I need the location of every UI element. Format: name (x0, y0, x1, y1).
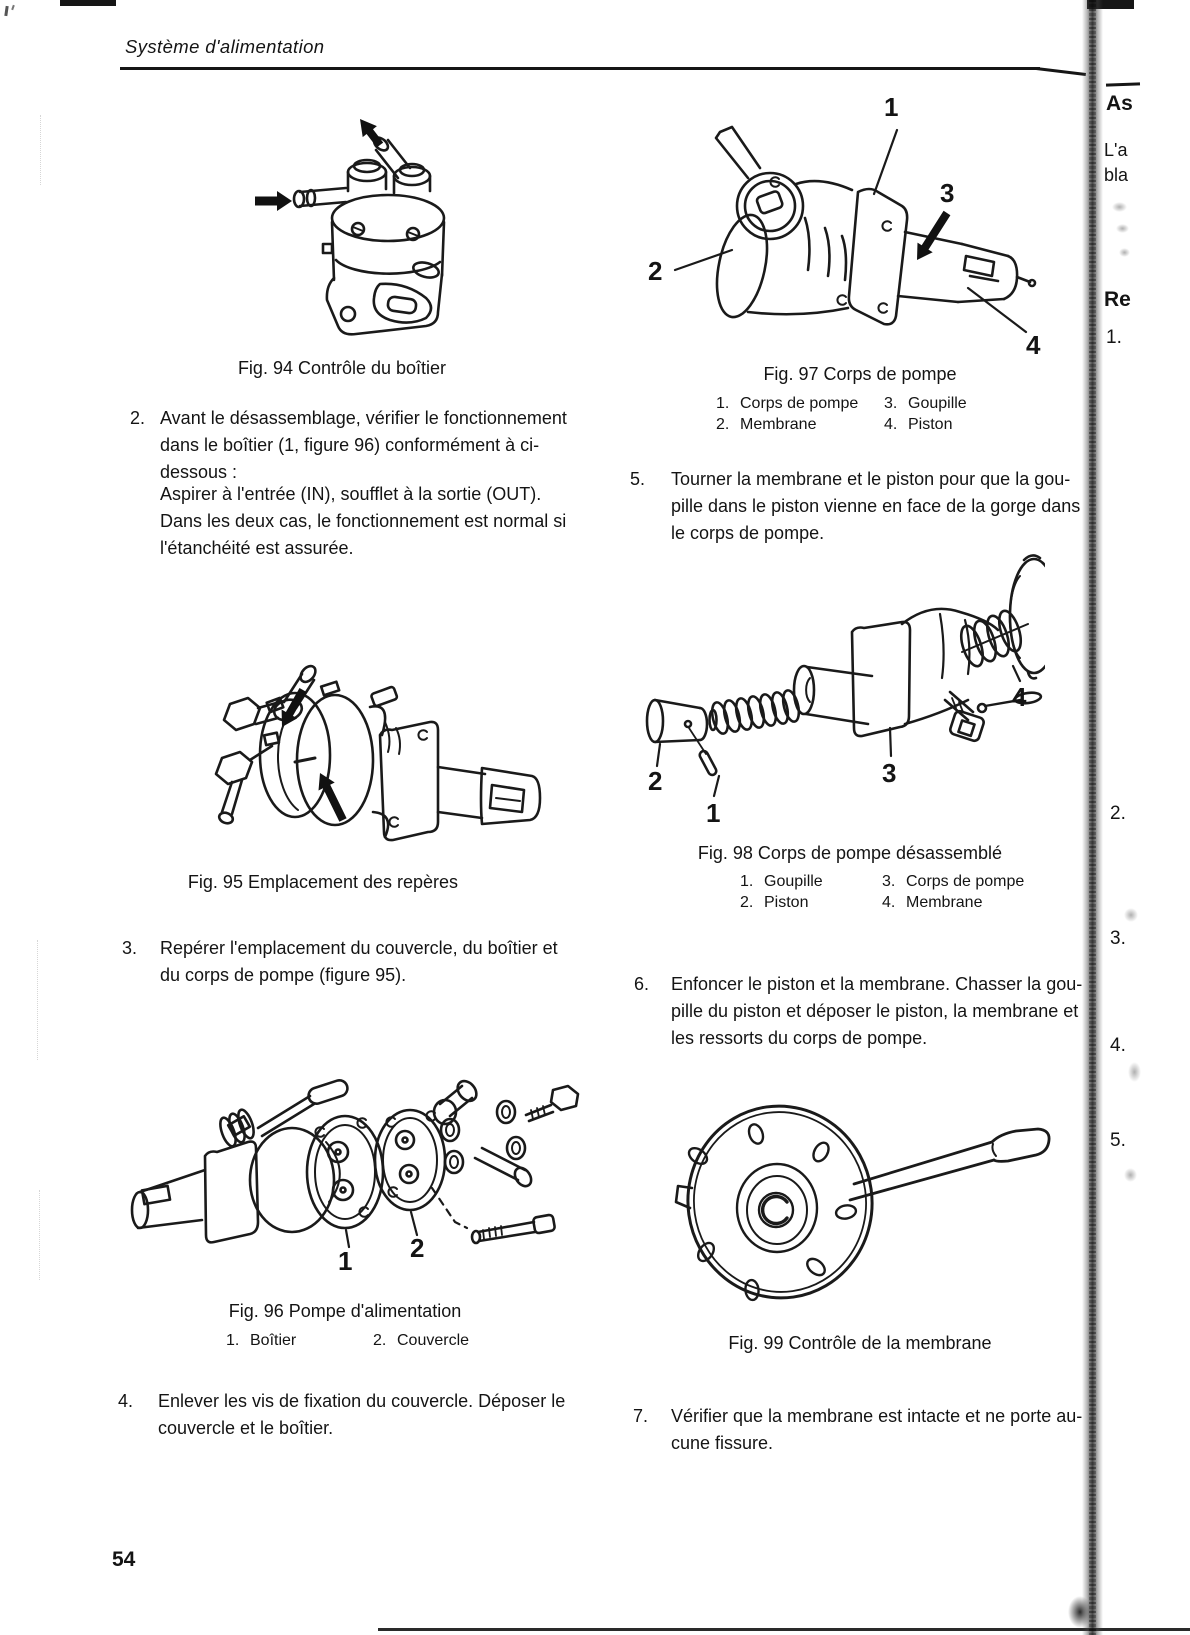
scan-top-bar-right (1087, 0, 1134, 9)
header-rule-end (1036, 66, 1086, 77)
fig96-illustration: 1 2 (110, 1020, 590, 1280)
fig99-illustration (640, 1060, 1060, 1310)
fig98-legend: 1.Goupille 2.Piston 3.Corps de pompe 4.M… (740, 872, 1024, 912)
next-page-item-1: 1. (1106, 327, 1122, 348)
legend-item: 4.Membrane (882, 894, 983, 911)
fig94-caption: Fig. 94 Contrôle du boîtier (237, 358, 447, 378)
step-2-text: Avant le désassemblage, vérifier le fonc… (160, 408, 567, 482)
next-page-item-3: 3. (1110, 928, 1126, 949)
next-page-heading-top: As (1106, 92, 1133, 115)
step-5-number: 5. (630, 469, 646, 489)
scan-smudge (1112, 202, 1127, 212)
fig97-callout-3: 3 (940, 178, 955, 208)
flow-arrows (255, 119, 384, 211)
fig97-callout-4: 4 (1026, 330, 1041, 360)
fig96-caption: Fig. 96 Pompe d'alimentation (228, 1301, 462, 1321)
next-page-fragment-2: bla (1104, 165, 1129, 185)
fig97-illustration: 1 2 3 4 (620, 80, 1050, 360)
fig96-callout-2: 2 (410, 1233, 425, 1263)
margin-mark (11, 4, 15, 11)
margin-noise (39, 1190, 40, 1280)
next-page-item-2: 2. (1110, 803, 1126, 824)
fig95-caption: Fig. 95 Emplacement des repères (187, 872, 459, 892)
step-3-text: Repérer l'emplacement du couvercle, du b… (160, 938, 558, 985)
step-4-number: 4. (118, 1391, 134, 1411)
next-page-item-5: 5. (1110, 1130, 1126, 1151)
legend-item: 2.Piston (740, 894, 809, 911)
step-3-number: 3. (122, 938, 138, 958)
marks-location-drawing (214, 664, 542, 842)
step-6-text: Enfoncer le piston et la membrane. Chass… (671, 974, 1083, 1048)
fig96-callout-1: 1 (338, 1246, 353, 1276)
legend-item: 4.Piston (884, 416, 953, 433)
step-7-text: Vérifier que la membrane est intacte et … (671, 1406, 1083, 1453)
pump-body-drawing (673, 125, 1037, 334)
disassembled-pump-drawing (645, 554, 1045, 798)
scan-smudge (1124, 908, 1138, 922)
step-4-text: Enlever les vis de fixation du couvercle… (158, 1391, 566, 1438)
gutter-noise (1089, 0, 1096, 1635)
scan-smudge (1116, 224, 1129, 233)
step-7-number: 7. (633, 1406, 649, 1426)
page-title: Système d'alimentation (125, 36, 325, 57)
fig96-legend-item-1: 1.Boîtier (226, 1332, 297, 1349)
next-page-item-4: 4. (1110, 1035, 1126, 1056)
margin-mark (4, 5, 9, 17)
legend-item: 1.Goupille (740, 873, 823, 890)
fuel-pump-drawing (255, 119, 446, 336)
fig98-callout-4: 4 (1012, 682, 1027, 712)
step-2-number: 2. (130, 408, 146, 428)
legend-item: 1.Corps de pompe (716, 395, 859, 412)
step-6-number: 6. (634, 974, 650, 994)
step-2-paragraph: Aspirer à l'entrée (IN), soufflet à la s… (160, 484, 567, 558)
next-page-dash (1105, 82, 1141, 87)
fig94-illustration (230, 88, 560, 350)
legend-item: 3.Corps de pompe (882, 873, 1025, 890)
fig97-caption: Fig. 97 Corps de pompe (763, 364, 957, 384)
next-page-heading-mid: Re (1104, 288, 1131, 311)
fig98-callout-3: 3 (882, 758, 897, 788)
fig97-callout-2: 2 (648, 256, 663, 286)
bottom-rule (378, 1628, 1190, 1631)
mark-arrows (281, 688, 347, 822)
membrane-drawing (674, 1104, 1051, 1302)
fig95-illustration (180, 562, 580, 847)
fig98-callout-2: 2 (648, 766, 663, 796)
scan-smudge (1119, 248, 1130, 257)
legend-item: 2.Membrane (716, 416, 817, 433)
fig98-caption: Fig. 98 Corps de pompe désassemblé (697, 843, 1003, 863)
scan-smudge (1128, 1062, 1141, 1082)
scan-smudge (1124, 1168, 1137, 1182)
step-5-text: Tourner la membrane et le piston pour qu… (671, 469, 1081, 543)
fig96-legend-item-2: 2.Couvercle (373, 1332, 470, 1349)
fig98-callout-1: 1 (706, 798, 721, 828)
fig99-caption: Fig. 99 Contrôle de la membrane (728, 1333, 992, 1353)
scan-top-bar-left (60, 0, 116, 6)
fig97-legend: 1.Corps de pompe 2.Membrane 3.Goupille 4… (716, 394, 967, 434)
legend-item: 3.Goupille (884, 395, 967, 412)
goupille-arrow (917, 210, 951, 260)
next-page-fragment-1: L'a (1104, 140, 1128, 160)
feed-pump-exploded-drawing (130, 1078, 580, 1249)
margin-noise (40, 115, 41, 185)
page-number: 54 (112, 1548, 136, 1571)
header-rule (120, 67, 1040, 70)
fig97-callout-1: 1 (884, 92, 899, 122)
margin-noise (37, 940, 38, 1060)
page-gutter-shadow (1082, 0, 1103, 1635)
fig98-illustration: 2 1 3 4 (600, 528, 1045, 838)
